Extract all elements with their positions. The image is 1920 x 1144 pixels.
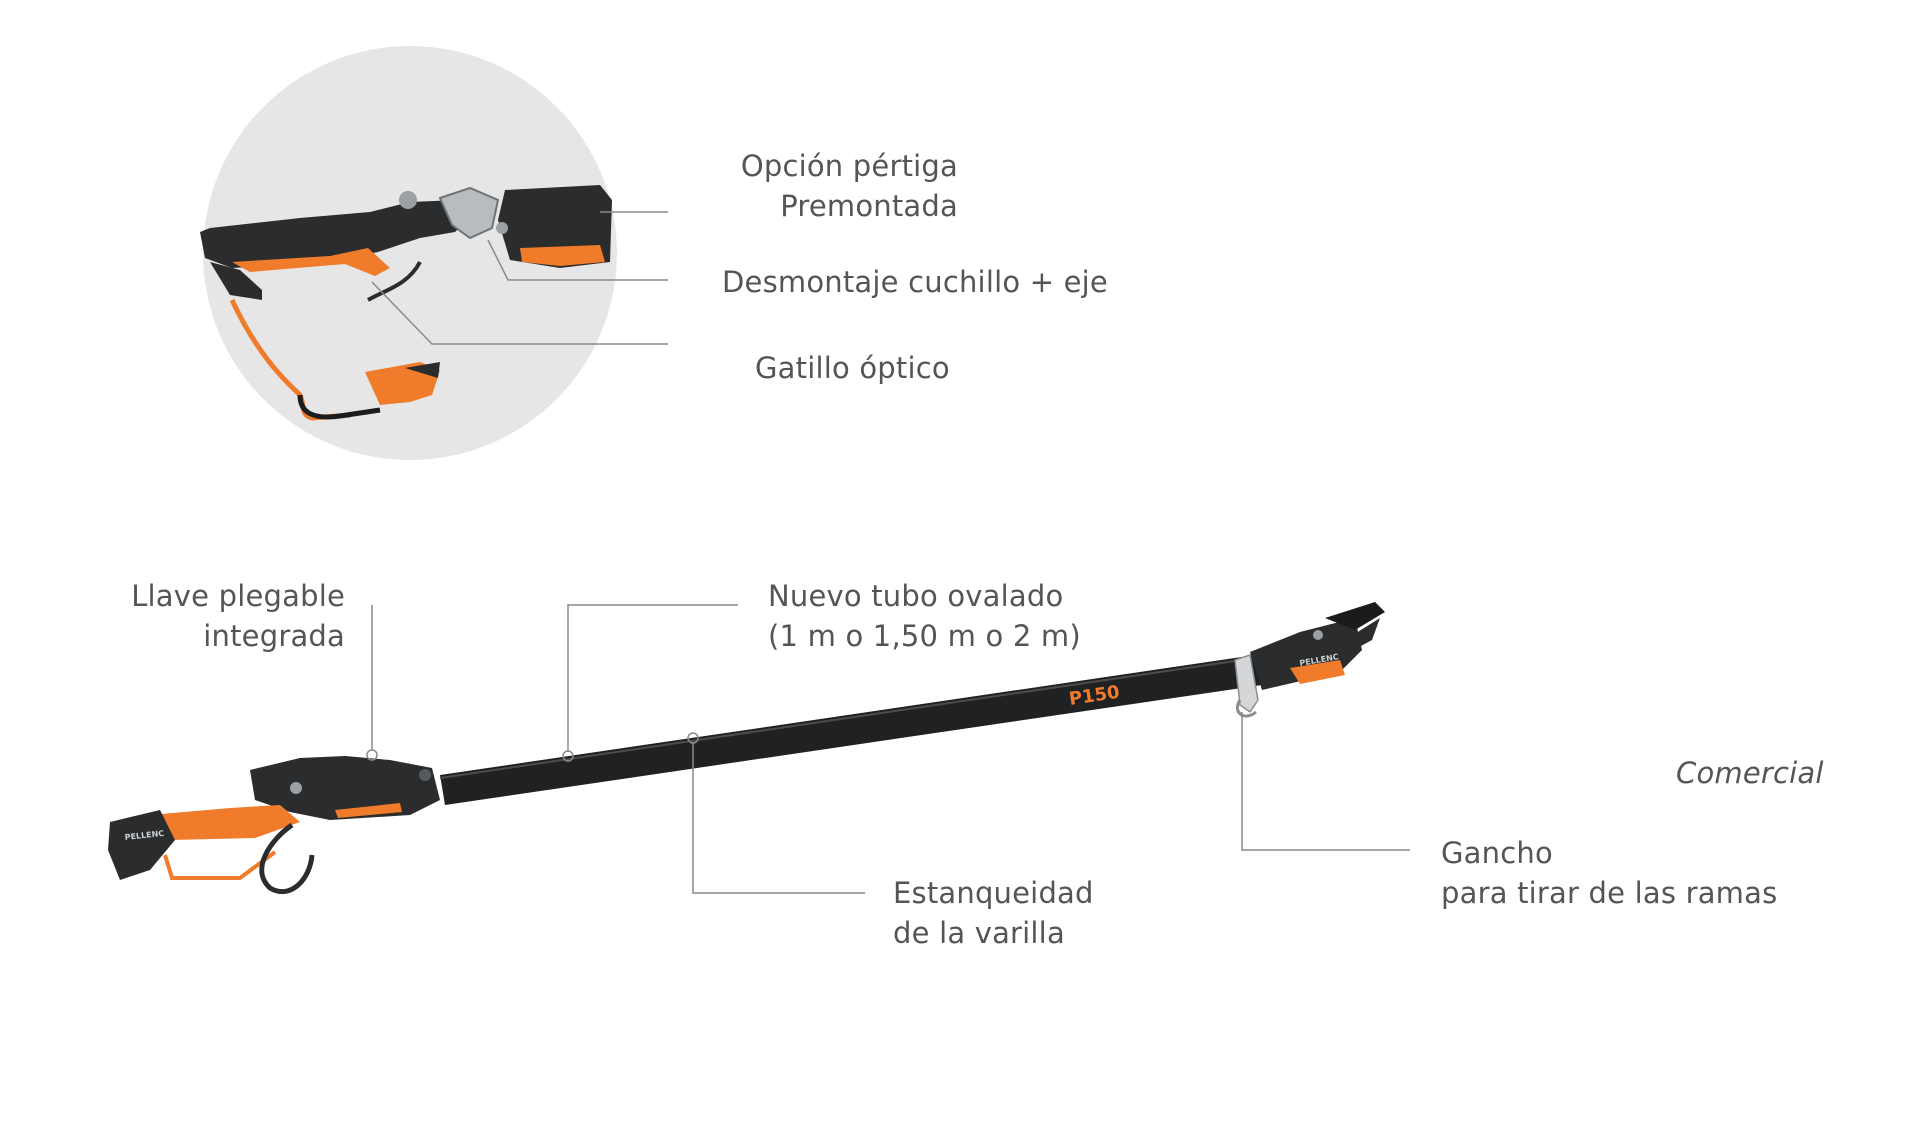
label-pole-option: Opción pértiga Premontada (700, 146, 958, 226)
label-hook: Gancho para tirar de las ramas (1441, 833, 1777, 913)
label-oval-tube: Nuevo tubo ovalado (1 m o 1,50 m o 2 m) (768, 576, 1081, 656)
pruner-body (200, 200, 470, 268)
head-blade-upper (1325, 602, 1385, 630)
pruner-head-orange (1290, 660, 1345, 684)
tube-highlight (439, 657, 1256, 779)
rear-bolt (290, 782, 302, 794)
label-hook-line2: para tirar de las ramas (1441, 876, 1778, 910)
lower-lever (210, 262, 262, 300)
label-hook-line1: Gancho (1441, 836, 1553, 870)
label-commercial-text: Comercial (1676, 756, 1824, 790)
label-rod-seal-line2: de la varilla (893, 916, 1065, 950)
tube-joint-bolt (419, 769, 431, 781)
callout-line-trigger (371, 281, 668, 345)
blade (438, 186, 500, 240)
label-oval-tube-line2: (1 m o 1,50 m o 2 m) (768, 619, 1081, 653)
label-pole-option-line2: Premontada (780, 189, 958, 223)
head-blade-lower (1345, 618, 1380, 652)
hook-clamp (1234, 654, 1259, 714)
head-pivot (1313, 630, 1323, 640)
pruner-grip (232, 248, 390, 276)
callout-line-blade (487, 239, 668, 281)
grip-brand-mark: PELLENC (124, 829, 164, 842)
power-cable-dark (297, 394, 381, 420)
pivot-bolt-2 (496, 222, 508, 234)
label-folding-key-line1: Llave plegable (131, 579, 345, 613)
callout-line-rod-seal (692, 742, 865, 894)
handle-loop (163, 850, 277, 880)
label-rod-seal-line1: Estanqueidad (893, 876, 1094, 910)
callouts-pruner (371, 604, 1410, 894)
label-rod-seal: Estanqueidad de la varilla (893, 873, 1094, 953)
label-oval-tube-line1: Nuevo tubo ovalado (768, 579, 1064, 613)
remote-handle-dark (405, 362, 440, 378)
rear-grip-dark (108, 810, 175, 880)
hook-tip (1235, 699, 1257, 718)
pruner-front-orange (520, 245, 605, 266)
oval-tube (440, 655, 1262, 805)
label-optical-trigger: Gatillo óptico (755, 348, 950, 388)
label-folding-key: Llave plegable integrada (100, 576, 345, 656)
trigger-guard (259, 822, 315, 895)
trigger (366, 261, 422, 302)
detail-zoom (200, 46, 617, 460)
label-blade-dismount-text: Desmontaje cuchillo + eje (722, 265, 1108, 299)
callouts-detail (371, 211, 668, 345)
pole-pruner: P150 PELLENC PELLENC (108, 602, 1385, 895)
label-pole-option-line1: Opción pértiga (740, 149, 958, 183)
label-commercial: Comercial (1676, 753, 1824, 793)
callout-line-hook (1241, 712, 1410, 851)
body-orange-stripe (335, 803, 402, 818)
power-cable (229, 298, 351, 421)
callout-line-oval-tube (567, 604, 738, 752)
detail-circle (203, 46, 617, 460)
rear-grip-orange (150, 805, 300, 840)
pivot-bolt (399, 191, 417, 209)
label-folding-key-line2: integrada (203, 619, 345, 653)
label-optical-trigger-text: Gatillo óptico (755, 351, 950, 385)
label-blade-dismount: Desmontaje cuchillo + eje (722, 262, 1108, 302)
